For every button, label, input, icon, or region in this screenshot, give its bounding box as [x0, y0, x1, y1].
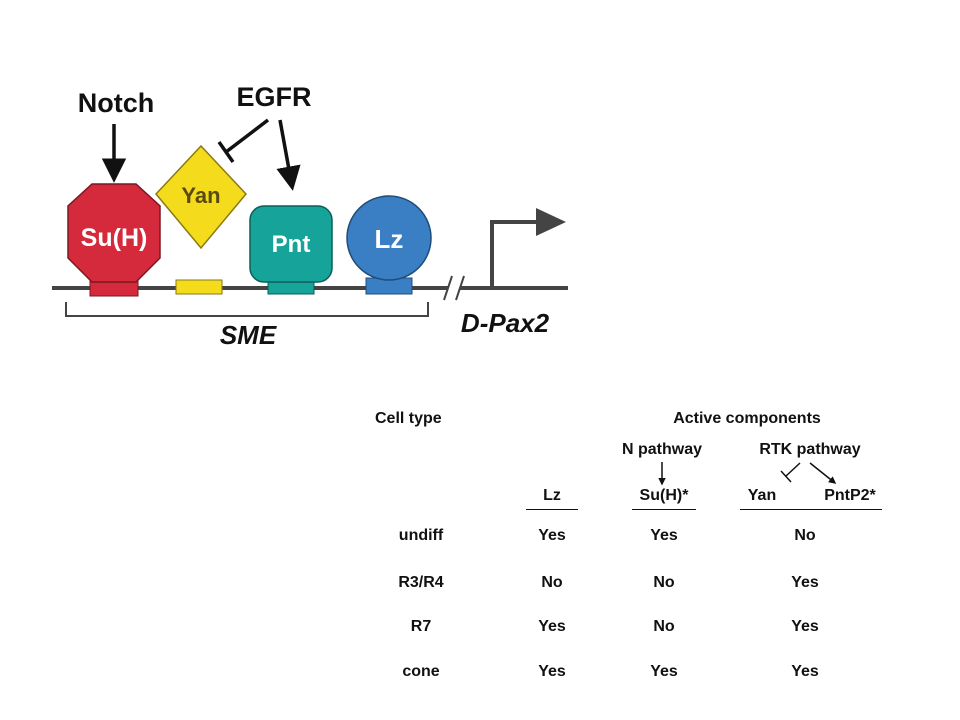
row-rtk-value: Yes: [791, 663, 819, 680]
sme-label: SME: [220, 320, 277, 350]
row-lz-value: Yes: [538, 618, 566, 635]
pnt-protein: [249, 205, 333, 283]
row-rtk-value: Yes: [791, 574, 819, 591]
cell-type-header: Cell type: [375, 410, 442, 427]
egfr-inhibit-line: [224, 118, 270, 154]
egfr-label: EGFR: [236, 82, 311, 112]
egfr-activate-arrow: [276, 119, 301, 191]
row-lz-value: Yes: [538, 663, 566, 680]
transcription-start-arrow: [490, 220, 540, 286]
row-lz-value: Yes: [538, 527, 566, 544]
header-rule-lz: [526, 509, 578, 510]
notch-label: Notch: [78, 88, 155, 118]
egfr-inhibit-bar: [217, 140, 235, 164]
column-header-suh: Su(H)*: [639, 487, 689, 504]
row-suh-value: No: [653, 574, 675, 591]
row-suh-value: No: [653, 618, 675, 635]
row-cell-type: R3/R4: [398, 574, 444, 591]
yan-label: Yan: [181, 183, 220, 208]
row-rtk-value: No: [794, 527, 816, 544]
row-suh-value: Yes: [650, 663, 678, 680]
rtk-pathway-header: RTK pathway: [759, 441, 861, 458]
sme-bracket: [65, 302, 429, 317]
header-rule-suh: [632, 509, 696, 510]
row-lz-value: No: [541, 574, 563, 591]
header-rule-rtk: [740, 509, 882, 510]
transcription-arrowhead: [536, 208, 566, 236]
n-pathway-header: N pathway: [621, 441, 703, 458]
suh-protein: [67, 183, 161, 283]
rtk-yan-inhibit-line: [785, 462, 801, 477]
rtk-yan-inhibit-bar: [780, 470, 792, 483]
column-header-yan: Yan: [747, 487, 777, 504]
lz-protein: [346, 195, 432, 281]
pnt-label: Pnt: [272, 231, 311, 258]
column-header-lz: Lz: [543, 487, 561, 504]
dna-break-mark: [443, 275, 453, 301]
dpax2-label: D-Pax2: [461, 308, 550, 338]
yan-binding-site: [175, 279, 223, 295]
active-components-header: Active components: [673, 410, 821, 427]
rtk-pnt-arrow: [809, 462, 837, 484]
row-cell-type: undiff: [398, 527, 444, 544]
row-cell-type: cone: [402, 663, 440, 680]
dna-break-mark: [455, 275, 465, 301]
row-rtk-value: Yes: [791, 618, 819, 635]
row-cell-type: R7: [410, 618, 432, 635]
suh-label: Su(H): [81, 224, 148, 252]
yan-protein: [154, 144, 248, 250]
column-header-pntp2: PntP2*: [824, 487, 876, 504]
row-suh-value: Yes: [650, 527, 678, 544]
lz-label: Lz: [375, 224, 404, 254]
